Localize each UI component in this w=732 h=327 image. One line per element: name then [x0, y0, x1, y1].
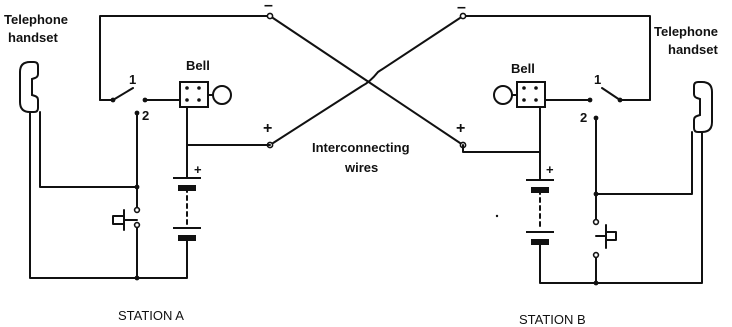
battery-icon-b [526, 179, 554, 245]
minus-label-b: – [457, 0, 466, 16]
bell-icon-a [179, 81, 232, 108]
handset-label-b-line2: handset [668, 42, 719, 57]
station-b-circuit: Telephone handset Bell 1 2 – + + STATION… [456, 0, 719, 327]
handset-label-a-line1: Telephone [4, 12, 68, 27]
telephone-handset-icon-b [693, 81, 713, 133]
telephone-handset-icon-a [19, 61, 39, 113]
station-a-circuit: Telephone handset Bell 1 2 – + + STATION… [4, 0, 273, 323]
battery-icon-a [173, 177, 201, 241]
plus-label-b: + [456, 120, 465, 137]
terminal-minus-b [459, 12, 467, 20]
battery-plus-label-b: + [546, 162, 554, 177]
plus-label-a: + [263, 120, 272, 137]
handset-label-b-line1: Telephone [654, 24, 718, 39]
interconnecting-label-line1: Interconnecting [312, 140, 410, 155]
bell-label-b: Bell [511, 61, 535, 76]
station-a-label: STATION A [118, 308, 184, 323]
bell-icon-b [493, 81, 546, 108]
terminal-1-label-b: 1 [594, 72, 601, 87]
minus-label-a: – [264, 0, 273, 14]
terminal-minus-a [266, 12, 274, 20]
terminal-2-label-a: 2 [142, 108, 149, 123]
terminal-2-label-b: 2 [580, 110, 587, 125]
terminal-1-label-a: 1 [129, 72, 136, 87]
bell-label-a: Bell [186, 58, 210, 73]
interconnecting-wires [99, 12, 651, 149]
handset-label-a-line2: handset [8, 30, 59, 45]
interconnecting-label-line2: wires [344, 160, 378, 175]
battery-plus-label-a: + [194, 162, 202, 177]
station-b-label: STATION B [519, 312, 586, 327]
